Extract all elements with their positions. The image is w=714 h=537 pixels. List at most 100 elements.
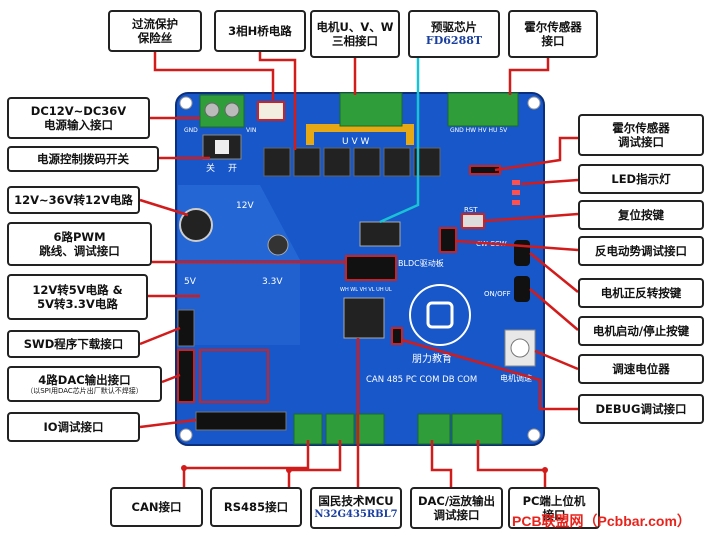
pcb-5v-zone xyxy=(178,262,300,345)
callout-text: DC12V~DC36V xyxy=(31,104,126,118)
brand-logo xyxy=(410,285,470,345)
silk-on-off: ON/OFF xyxy=(484,290,511,298)
callout-text: 预驱芯片 xyxy=(431,20,477,34)
callout-chip: N32G435RBL7 xyxy=(314,508,397,522)
pwm-header xyxy=(346,256,396,280)
callout-text: LED指示灯 xyxy=(611,172,670,186)
callout-text: 霍尔传感器 xyxy=(612,121,670,135)
watermark: PCB联盟网（Pcbbar.com） xyxy=(512,511,691,531)
silk-pot: 电机调速 xyxy=(500,373,532,383)
callout-text: 电机U、V、W xyxy=(317,20,394,34)
silk-vin: VIN xyxy=(246,127,256,134)
callout-led: LED指示灯 xyxy=(578,164,704,194)
callout-text: 4路DAC输出接口 xyxy=(38,373,130,387)
mount-hole xyxy=(528,429,540,441)
callout-text: 复位按键 xyxy=(618,208,664,222)
callout-text: 电机启动/停止按键 xyxy=(593,324,689,338)
silk-uvw: U V W xyxy=(342,137,369,147)
dac-header xyxy=(178,350,194,402)
callout-conv-5v33: 12V转5V电路 & 5V转3.3V电路 xyxy=(7,274,148,320)
callout-pwm6: 6路PWM 跳线、调试接口 xyxy=(7,222,152,266)
silk-rst: RST xyxy=(464,206,478,214)
callout-text: 调速电位器 xyxy=(612,362,670,376)
callout-text: 3相H桥电路 xyxy=(228,24,292,38)
callout-text: 过流保护 xyxy=(132,17,178,31)
callout-dac-debug: DAC/运放输出 调试接口 xyxy=(410,487,503,529)
callout-bemf: 反电动势调试接口 xyxy=(578,236,704,266)
callout-rs485: RS485接口 xyxy=(210,487,302,527)
silk-33v: 3.3V xyxy=(262,277,283,287)
silk-sw-off: 关 xyxy=(206,162,215,174)
callout-text: 三相接口 xyxy=(332,34,378,48)
callout-text: 电机正反转按键 xyxy=(601,286,682,300)
callout-text: SWD程序下载接口 xyxy=(24,337,124,351)
callout-text: 电源输入接口 xyxy=(44,118,113,132)
reset-button xyxy=(462,214,484,228)
callout-text: 霍尔传感器 xyxy=(524,20,582,34)
callout-power-input: DC12V~DC36V 电源输入接口 xyxy=(7,97,150,139)
callout-overcurrent-fuse: 过流保护 保险丝 xyxy=(108,10,202,52)
silk-bldc: BLDC驱动板 xyxy=(398,258,444,268)
swd-header xyxy=(178,310,194,346)
terminal-screw xyxy=(225,103,239,117)
callout-text: RS485接口 xyxy=(224,500,288,514)
hall-terminal xyxy=(448,93,518,126)
potentiometer-knob xyxy=(511,339,529,357)
silk-hall-pins: GND HW HV HU 5V xyxy=(450,127,508,134)
callout-hbridge: 3相H桥电路 xyxy=(214,10,306,52)
callout-hall-interface: 霍尔传感器 接口 xyxy=(508,10,598,58)
callout-text: 调试接口 xyxy=(434,508,480,522)
callout-text: 12V转5V电路 & xyxy=(32,283,122,297)
callout-text: 12V~36V转12V电路 xyxy=(14,193,133,207)
io-header xyxy=(196,412,286,430)
callout-text: PC端上位机 xyxy=(523,494,586,508)
silk-ports: CAN 485 PC COM DB COM xyxy=(366,375,477,385)
callout-text: 6路PWM xyxy=(53,230,105,244)
callout-motor-uvw: 电机U、V、W 三相接口 xyxy=(310,10,400,58)
callout-text: DEBUG调试接口 xyxy=(596,402,687,416)
callout-text: DAC/运放输出 xyxy=(418,494,495,508)
small-capacitor xyxy=(268,235,288,255)
callout-text: 跳线、调试接口 xyxy=(39,244,120,258)
callout-predriver: 预驱芯片 FD6288T xyxy=(408,10,500,58)
debug-header xyxy=(392,328,402,344)
callout-subtext: （以SPI用DAC芯片出厂默认不焊接） xyxy=(26,387,143,396)
mount-hole xyxy=(180,97,192,109)
callout-conv-12v: 12V~36V转12V电路 xyxy=(7,186,140,214)
callout-io-debug: IO调试接口 xyxy=(7,412,140,442)
callout-chip: FD6288T xyxy=(426,34,482,48)
motor-uvw-terminal xyxy=(340,93,402,126)
callout-dac4: 4路DAC输出接口 （以SPI用DAC芯片出厂默认不焊接） xyxy=(7,366,162,402)
fuse xyxy=(258,102,284,120)
callout-startstop: 电机启动/停止按键 xyxy=(578,316,704,346)
callout-text: IO调试接口 xyxy=(43,420,103,434)
callout-text: 调试接口 xyxy=(618,135,664,149)
mount-hole xyxy=(528,97,540,109)
callout-debug-if: DEBUG调试接口 xyxy=(578,394,704,424)
callout-text: 5V转3.3V电路 xyxy=(37,297,118,311)
led-column xyxy=(512,180,520,205)
bemf-header xyxy=(440,228,456,252)
callout-mcu: 国民技术MCU N32G435RBL7 xyxy=(310,487,402,529)
callout-power-switch: 电源控制拨码开关 xyxy=(7,146,159,172)
dir-button xyxy=(514,240,530,266)
terminal-screw xyxy=(205,103,219,117)
callout-text: 电源控制拨码开关 xyxy=(37,152,129,166)
callout-can: CAN接口 xyxy=(110,487,203,527)
silk-12v: 12V xyxy=(236,201,254,211)
silk-sw-on: 开 xyxy=(228,163,237,174)
silk-5v: 5V xyxy=(184,277,197,287)
callout-text: 接口 xyxy=(542,34,565,48)
startstop-button xyxy=(514,276,530,302)
callout-text: 国民技术MCU xyxy=(318,494,393,508)
silk-pwm-pins: WH WL VH VL UH UL xyxy=(340,287,392,293)
callout-dir-key: 电机正反转按键 xyxy=(578,278,704,308)
callout-text: 保险丝 xyxy=(138,31,173,45)
callout-hall-debug: 霍尔传感器 调试接口 xyxy=(578,114,704,156)
callout-text: 反电动势调试接口 xyxy=(595,244,687,258)
power-switch-knob xyxy=(215,140,229,154)
mount-hole xyxy=(180,429,192,441)
silk-gnd: GND xyxy=(184,127,198,134)
callout-text: CAN接口 xyxy=(132,500,182,514)
